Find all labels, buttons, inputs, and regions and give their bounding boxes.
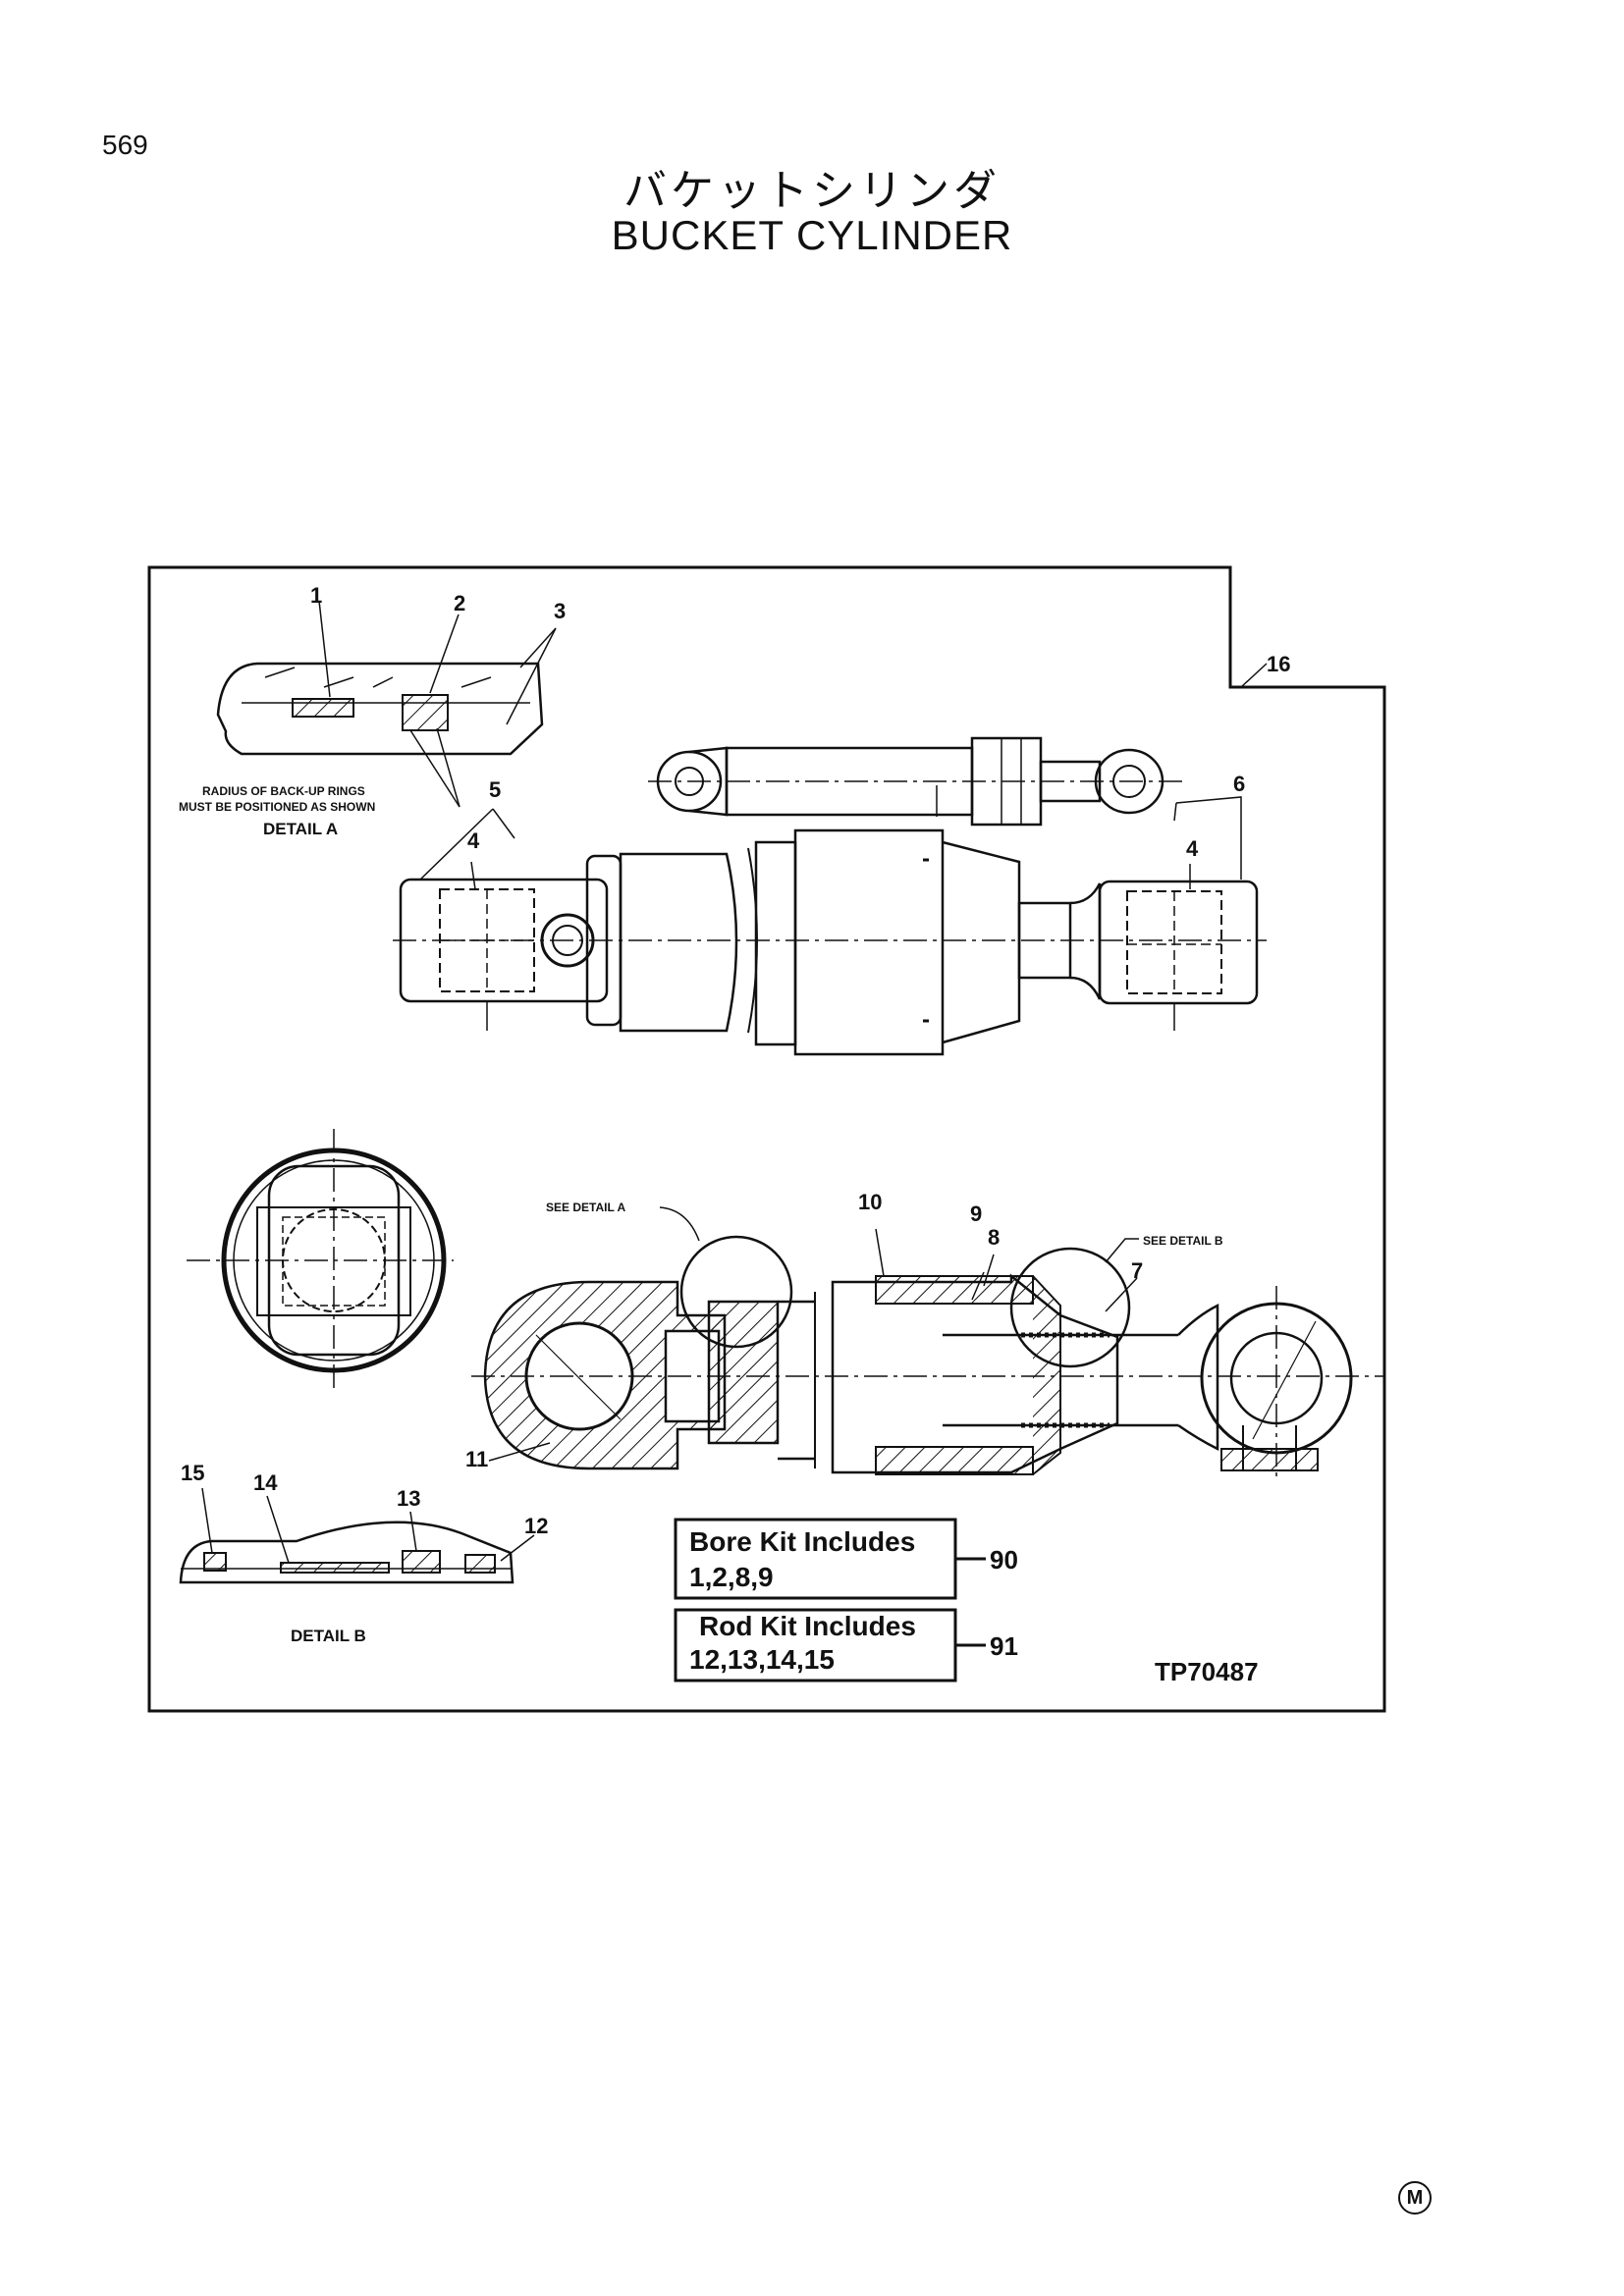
rod-kit-box: [674, 1608, 986, 1682]
callout-6: 6: [1233, 772, 1245, 796]
callout-11: 11: [465, 1447, 488, 1471]
callout-9: 9: [970, 1201, 982, 1226]
detail-a-drawing: [216, 600, 557, 808]
callout-10: 10: [858, 1190, 882, 1214]
radius-note-line2: MUST BE POSITIONED AS SHOWN: [179, 800, 375, 814]
callout-12: 12: [524, 1514, 548, 1538]
bore-kit-number: 90: [990, 1545, 1018, 1575]
detail-b-label: DETAIL B: [291, 1627, 366, 1645]
see-detail-b-label: SEE DETAIL B: [1143, 1234, 1223, 1248]
section-view-drawing: [471, 1206, 1384, 1482]
rod-kit-title: Rod Kit Includes: [699, 1611, 916, 1641]
overview-cylinder-drawing: [648, 736, 1188, 827]
corner-m-mark: M: [1398, 2181, 1432, 2215]
callout-4-head: 4: [467, 828, 480, 853]
callout-15: 15: [181, 1461, 204, 1485]
bore-kit-box: [674, 1518, 986, 1600]
rod-kit-items: 12,13,14,15: [689, 1644, 835, 1675]
callout-2: 2: [454, 591, 465, 615]
detail-b-drawing: [179, 1487, 535, 1584]
bore-kit-title: Bore Kit Includes: [689, 1526, 915, 1557]
end-view-drawing: [187, 1129, 454, 1394]
callout-14: 14: [253, 1470, 278, 1495]
callout-5: 5: [489, 777, 501, 802]
main-cylinder-exterior: [393, 663, 1268, 1056]
callout-13: 13: [397, 1486, 420, 1511]
callout-4-rod: 4: [1186, 836, 1199, 861]
title-english: BUCKET CYLINDER: [611, 212, 1013, 258]
page-number: 569: [102, 130, 148, 160]
callout-7: 7: [1131, 1258, 1143, 1283]
bore-kit-items: 1,2,8,9: [689, 1562, 774, 1592]
callout-3: 3: [554, 599, 566, 623]
rod-kit-number: 91: [990, 1631, 1018, 1661]
radius-note-line1: RADIUS OF BACK-UP RINGS: [202, 784, 365, 798]
diagram-frame: [147, 565, 1386, 1713]
figure-reference: TP70487: [1155, 1657, 1259, 1686]
title-japanese: バケットシリンダ: [623, 166, 1001, 216]
callout-8: 8: [988, 1225, 1000, 1250]
see-detail-a-label: SEE DETAIL A: [546, 1201, 625, 1214]
callout-1: 1: [310, 583, 322, 608]
callout-16: 16: [1267, 652, 1290, 676]
detail-a-label: DETAIL A: [263, 820, 338, 838]
